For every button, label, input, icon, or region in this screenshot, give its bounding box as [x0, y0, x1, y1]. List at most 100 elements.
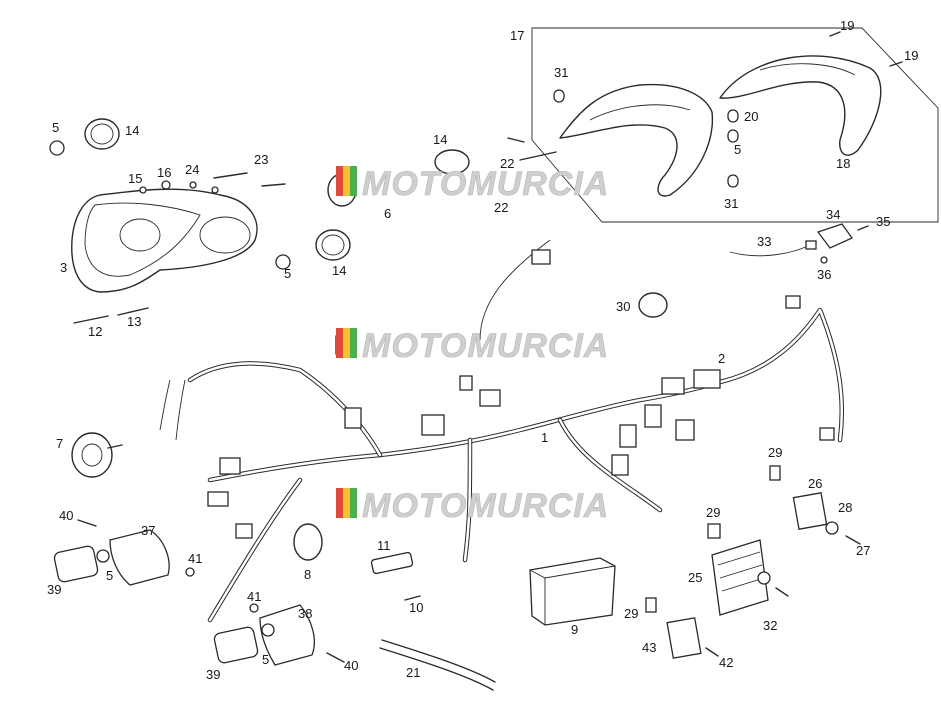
callout-5: 5 — [52, 120, 59, 135]
callout-33: 33 — [757, 234, 771, 249]
callout-38: 38 — [298, 606, 312, 621]
callout-19: 19 — [904, 48, 918, 63]
callout-18: 18 — [836, 156, 850, 171]
bulb-5-center — [275, 254, 291, 270]
callout-8: 8 — [304, 567, 311, 582]
bulb-5-tail — [727, 129, 739, 143]
washer-32 — [757, 571, 789, 597]
switch-34 — [816, 223, 853, 249]
callout-1: 1 — [541, 430, 548, 445]
tail-light-assembly — [531, 27, 939, 223]
callout-17: 17 — [510, 28, 524, 43]
indicator-38 — [259, 604, 315, 666]
belt-21 — [379, 639, 496, 691]
callout-27: 27 — [856, 543, 870, 558]
callout-labels: 1 2 3 5 5 5 5 5 6 7 8 9 10 11 12 13 14 1… — [47, 18, 918, 682]
nut-36 — [820, 256, 828, 264]
callout-21: 21 — [406, 665, 420, 680]
bulb-20 — [727, 109, 739, 123]
watermark-top: MOTOMURCIA — [336, 165, 609, 203]
callout-5: 5 — [262, 652, 269, 667]
callout-6: 6 — [384, 206, 391, 221]
callout-13: 13 — [127, 314, 141, 329]
indicator-37 — [109, 529, 170, 586]
callout-31: 31 — [724, 196, 738, 211]
callout-5: 5 — [284, 266, 291, 281]
screw-27 — [845, 535, 861, 545]
relay-26 — [792, 492, 828, 530]
bulb-31-top — [553, 89, 565, 103]
screw-40-left — [77, 519, 97, 527]
nut-41-right — [249, 603, 259, 613]
callout-41: 41 — [247, 589, 261, 604]
callout-39: 39 — [206, 667, 220, 682]
horn-7 — [71, 432, 123, 478]
bulb-5-ind-left — [96, 549, 110, 563]
callout-22: 22 — [494, 200, 508, 215]
battery-9 — [529, 557, 616, 626]
screw-19b — [889, 61, 903, 67]
watermark-middle: MOTOMURCIA — [336, 327, 609, 365]
callout-32: 32 — [763, 618, 777, 633]
watermark-text: MOTOMURCIA — [362, 327, 609, 365]
bulb-31-bottom — [727, 174, 739, 188]
callout-3: 3 — [60, 260, 67, 275]
callout-14: 14 — [433, 132, 447, 147]
clip-29 — [645, 465, 781, 613]
callout-40: 40 — [344, 658, 358, 673]
screw-22 — [507, 137, 557, 161]
wiring-harness — [159, 239, 845, 623]
screw-23 — [213, 172, 286, 187]
lens-39-right — [213, 626, 259, 664]
callout-10: 10 — [409, 600, 423, 615]
callout-15: 15 — [128, 171, 142, 186]
headlight — [71, 188, 258, 293]
callout-2: 2 — [718, 351, 725, 366]
callout-20: 20 — [744, 109, 758, 124]
sensor-33 — [729, 240, 817, 257]
ring-14-top — [434, 149, 470, 175]
clamp-30 — [638, 292, 668, 318]
washer-28 — [825, 521, 839, 535]
callout-28: 28 — [838, 500, 852, 515]
callout-11: 11 — [377, 538, 391, 553]
callout-24: 24 — [185, 162, 199, 177]
bulb-5-left — [49, 140, 65, 156]
callout-9: 9 — [571, 622, 578, 637]
bulb-5-ind-right — [261, 623, 275, 637]
flasher-43 — [666, 617, 702, 659]
callout-31: 31 — [554, 65, 568, 80]
callout-14: 14 — [125, 123, 139, 138]
callout-5: 5 — [106, 568, 113, 583]
screw-40-right — [326, 652, 345, 663]
callout-35: 35 — [876, 214, 890, 229]
callout-23: 23 — [254, 152, 268, 167]
lens-39-left — [53, 545, 99, 583]
callout-36: 36 — [817, 267, 831, 282]
watermark-text: MOTOMURCIA — [362, 487, 609, 525]
screw-13 — [117, 307, 149, 316]
screw-42 — [705, 647, 719, 657]
nut-24 — [189, 181, 219, 194]
callout-43: 43 — [642, 640, 656, 655]
nut-16 — [161, 180, 171, 190]
callout-42: 42 — [719, 655, 733, 670]
ring-14-center — [315, 229, 351, 261]
callout-34: 34 — [826, 207, 840, 222]
regulator-25 — [711, 539, 769, 616]
callout-37: 37 — [141, 523, 155, 538]
ring-14-left — [84, 118, 120, 150]
callout-22: 22 — [500, 156, 514, 171]
callout-29: 29 — [624, 606, 638, 621]
callout-29: 29 — [706, 505, 720, 520]
callout-26: 26 — [808, 476, 822, 491]
callout-29: 29 — [768, 445, 782, 460]
callout-19: 19 — [840, 18, 854, 33]
callout-41: 41 — [188, 551, 202, 566]
watermark-bottom: MOTOMURCIA — [336, 487, 609, 525]
callout-5: 5 — [734, 142, 741, 157]
nut-15 — [139, 186, 147, 194]
clamp-8 — [293, 523, 323, 561]
fuse-10 — [404, 595, 421, 601]
